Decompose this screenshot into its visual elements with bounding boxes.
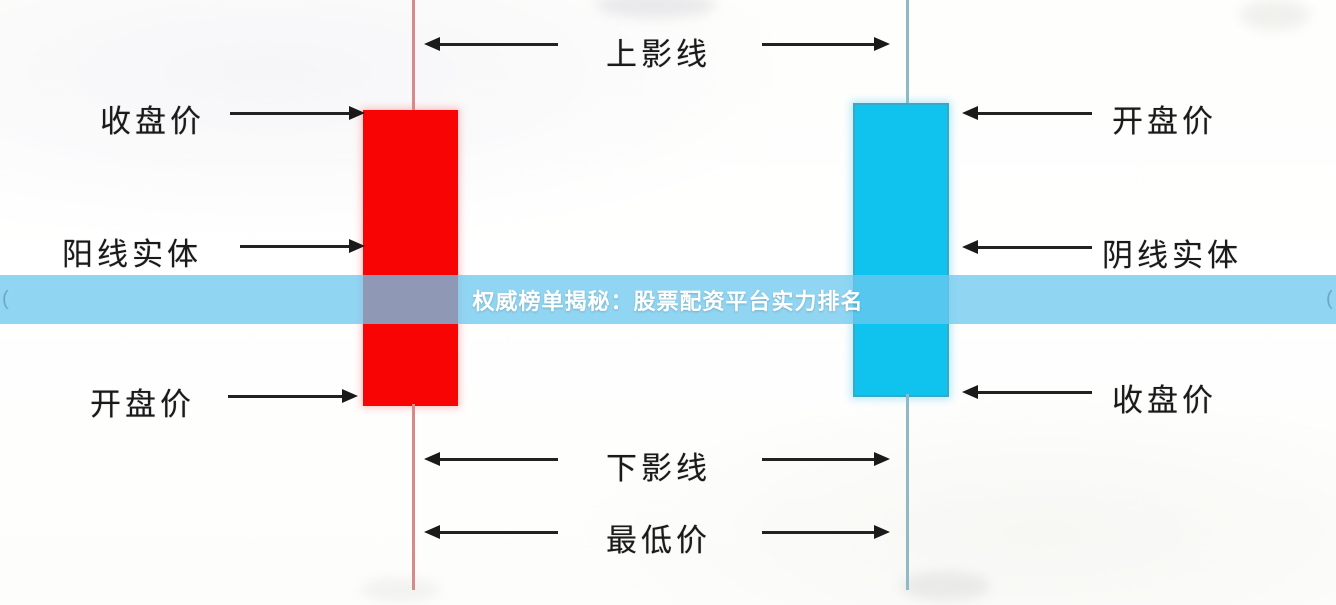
bullish-body-label: 阳线实体 (62, 237, 202, 272)
banner-left-edge-mark: ( (2, 288, 9, 310)
close-price-arrow-left (230, 106, 365, 120)
lower-shadow-arrow-right (762, 452, 890, 466)
open-price-label-left: 开盘价 (90, 387, 195, 422)
bullish-candle-body (363, 110, 458, 406)
scan-smudge (900, 572, 990, 600)
open-price-arrow-right (962, 106, 1092, 120)
lower-shadow-arrow-left (424, 452, 558, 466)
bearish-body-arrow (962, 240, 1092, 254)
scan-smudge (596, 0, 716, 18)
promo-banner[interactable]: 权威榜单揭秘：股票配资平台实力排名 (0, 275, 1336, 324)
scan-smudge (360, 578, 440, 602)
close-price-arrow-right (962, 385, 1092, 399)
open-price-arrow-left (228, 389, 358, 403)
upper-shadow-label: 上影线 (606, 37, 711, 72)
bearish-candle-lower-wick (906, 394, 909, 590)
upper-shadow-arrow-left (424, 37, 558, 51)
upper-shadow-arrow-right (762, 37, 890, 51)
lowest-price-arrow-right (762, 525, 890, 539)
bullish-candle-upper-wick (412, 0, 415, 112)
bearish-body-label: 阴线实体 (1102, 238, 1242, 273)
bullish-candle-lower-wick (412, 404, 415, 590)
lowest-price-label: 最低价 (606, 523, 711, 558)
bearish-candle-upper-wick (906, 0, 909, 108)
close-price-label-left: 收盘价 (100, 104, 205, 139)
promo-banner-text: 权威榜单揭秘：股票配资平台实力排名 (472, 288, 864, 314)
banner-right-edge-mark: ( (1326, 288, 1333, 310)
lowest-price-arrow-left (424, 525, 558, 539)
scan-smudge (1240, 0, 1310, 30)
lower-shadow-label: 下影线 (606, 451, 711, 486)
open-price-label-right: 开盘价 (1112, 104, 1217, 139)
bullish-body-arrow (240, 239, 365, 253)
bearish-candle-body (853, 103, 949, 397)
close-price-label-right: 收盘价 (1112, 383, 1217, 418)
